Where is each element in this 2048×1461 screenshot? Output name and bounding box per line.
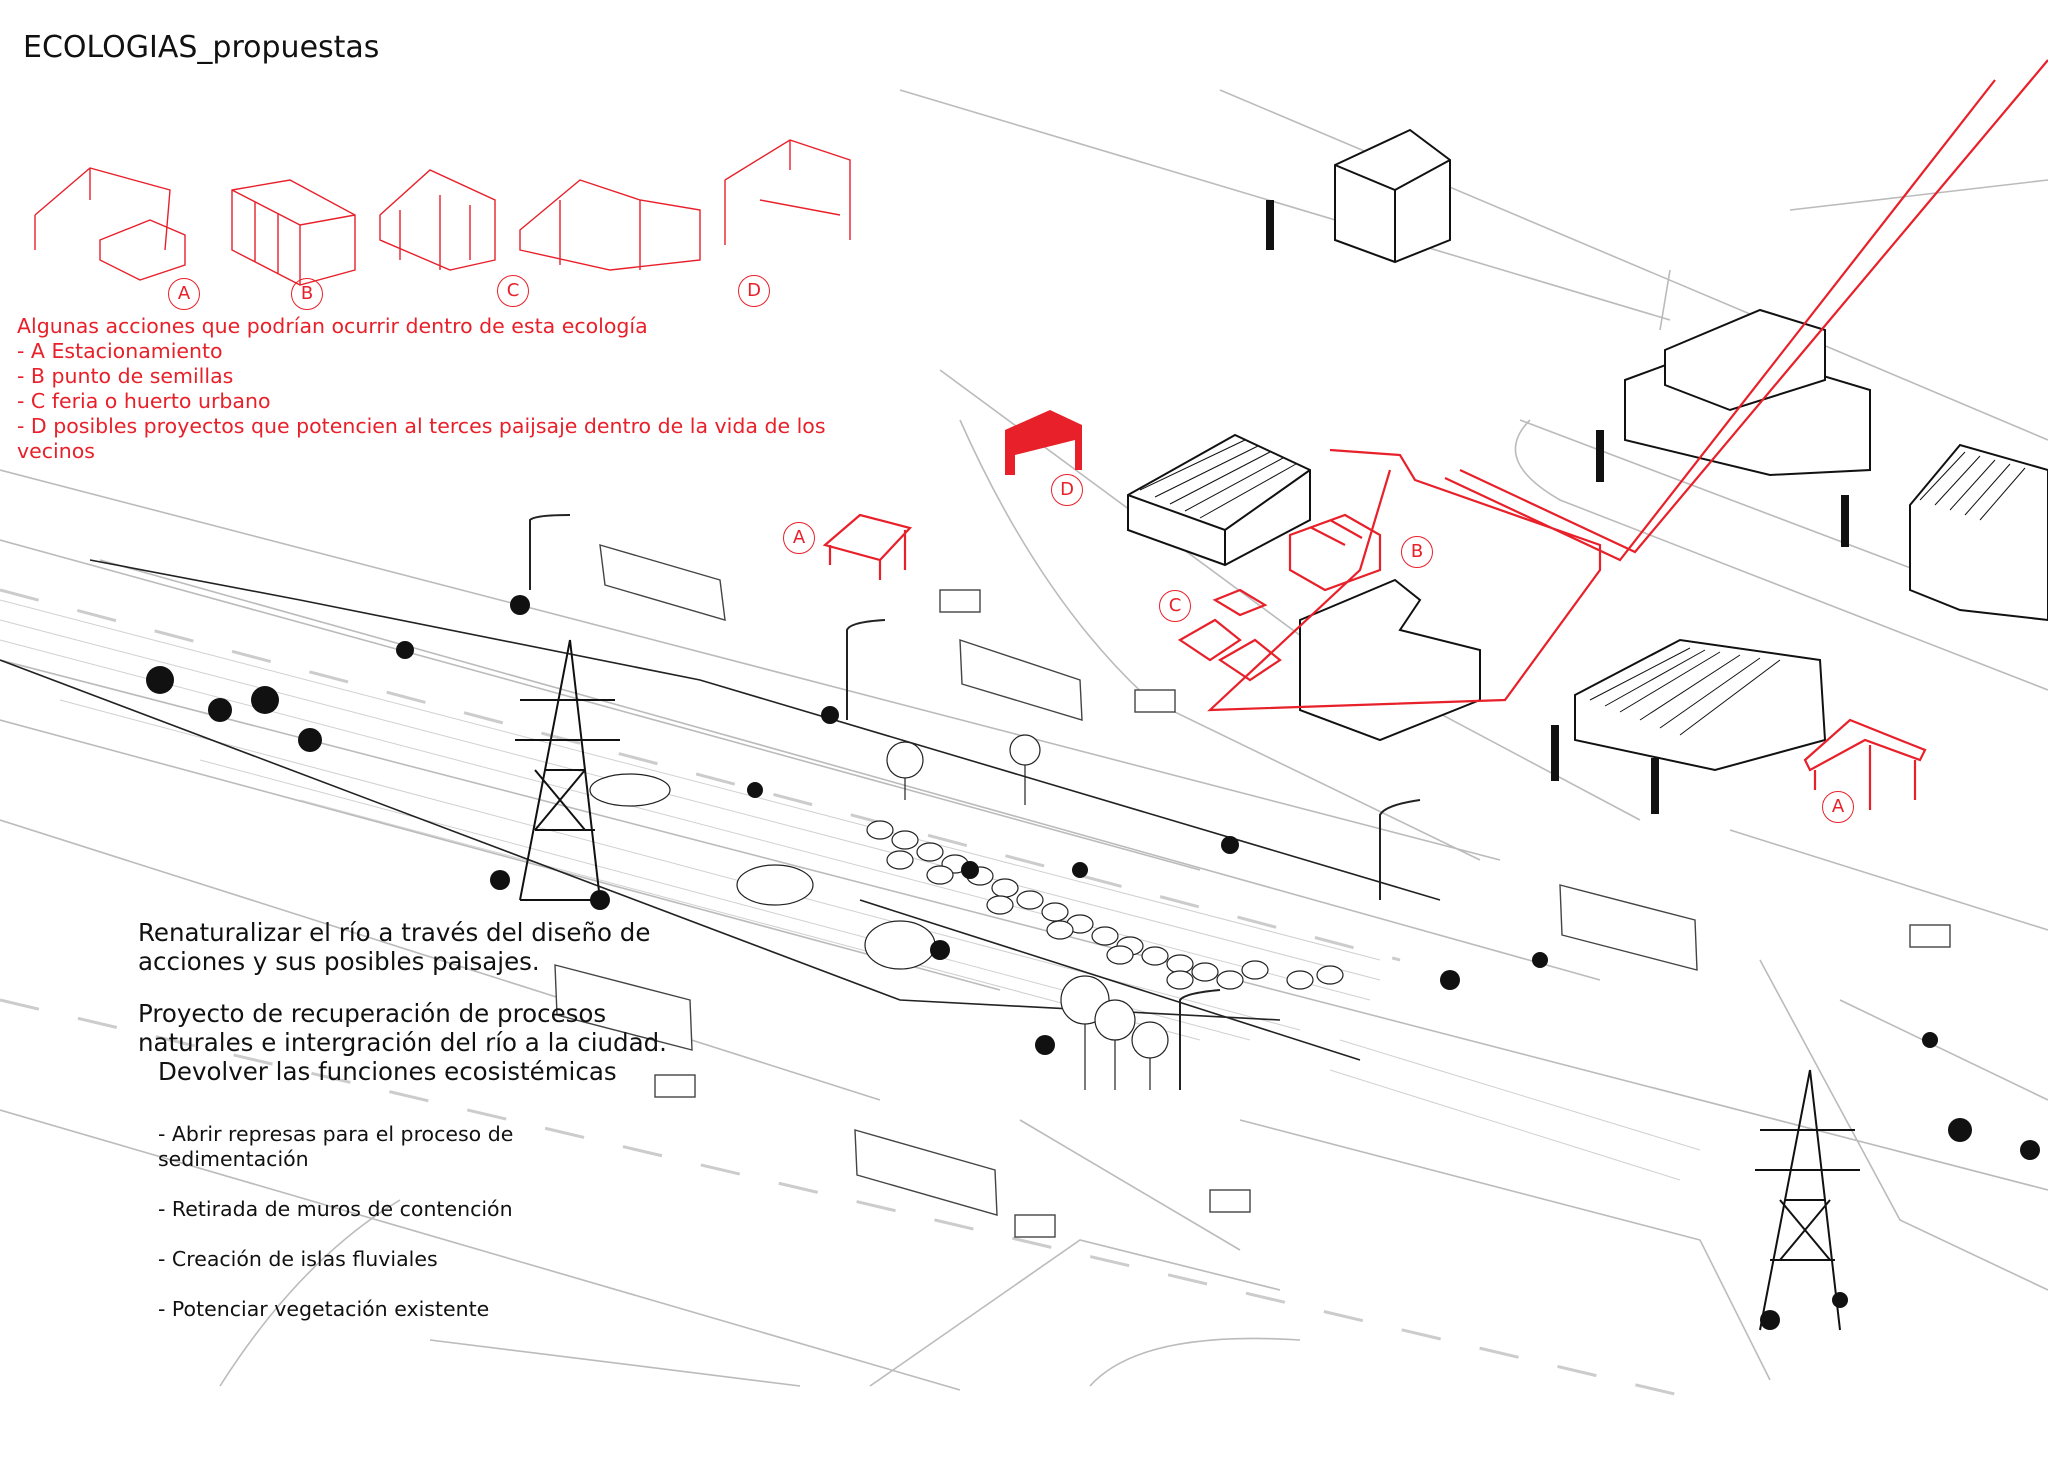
vegetation bbox=[146, 595, 2040, 1330]
red-proposals bbox=[822, 59, 2048, 810]
map-label-a: A bbox=[783, 522, 815, 554]
actions-list: Algunas acciones que podrían ocurrir den… bbox=[17, 314, 826, 464]
legend-label-a: A bbox=[168, 278, 200, 310]
street-lamps bbox=[529, 514, 1421, 1090]
legend-sketches bbox=[34, 139, 851, 286]
description-line: Proyecto de recuperación de procesos bbox=[138, 999, 607, 1028]
description-line: Renaturalizar el río a través del diseño… bbox=[138, 918, 651, 947]
trees bbox=[886, 734, 1169, 1090]
legend-label-d: D bbox=[738, 275, 770, 307]
description-line: Devolver las funciones ecosistémicas bbox=[158, 1057, 617, 1086]
roof-hatching bbox=[1139, 439, 2026, 736]
map-label-b: B bbox=[1401, 536, 1433, 568]
description-line: naturales e intergración del río a la ci… bbox=[138, 1028, 667, 1057]
objectives-list: - Abrir represas para el proceso de sedi… bbox=[158, 1122, 513, 1322]
power-towers bbox=[515, 639, 1860, 1331]
vehicles bbox=[554, 544, 1951, 1238]
river-edges bbox=[0, 559, 1441, 1061]
action-item: - A Estacionamiento bbox=[17, 339, 223, 363]
description-text: Renaturalizar el río a través del diseño… bbox=[138, 918, 667, 1086]
objective-item: - Potenciar vegetación existente bbox=[158, 1297, 490, 1321]
road-dashes bbox=[0, 588, 1701, 1402]
action-item: - B punto de semillas bbox=[17, 364, 234, 388]
description-line: acciones y sus posibles paisajes. bbox=[138, 947, 540, 976]
page-title: ECOLOGIAS_propuestas bbox=[23, 30, 380, 65]
objective-item: sedimentación bbox=[158, 1147, 309, 1171]
legend-label-b: B bbox=[291, 278, 323, 310]
people bbox=[1266, 200, 1849, 814]
map-label-c: C bbox=[1159, 590, 1191, 622]
red-pavilion-d bbox=[1005, 410, 1082, 475]
action-item: - C feria o huerto urbano bbox=[17, 389, 271, 413]
map-label-d: D bbox=[1051, 474, 1083, 506]
legend-label-c: C bbox=[497, 275, 529, 307]
action-item: - D posibles proyectos que potencien al … bbox=[17, 414, 826, 438]
map-label-a2: A bbox=[1822, 791, 1854, 823]
actions-heading: Algunas acciones que podrían ocurrir den… bbox=[17, 314, 648, 338]
objective-item: - Retirada de muros de contención bbox=[158, 1197, 513, 1221]
objective-item: - Creación de islas fluviales bbox=[158, 1247, 438, 1271]
action-item: vecinos bbox=[17, 439, 95, 463]
objective-item: - Abrir represas para el proceso de bbox=[158, 1122, 514, 1146]
